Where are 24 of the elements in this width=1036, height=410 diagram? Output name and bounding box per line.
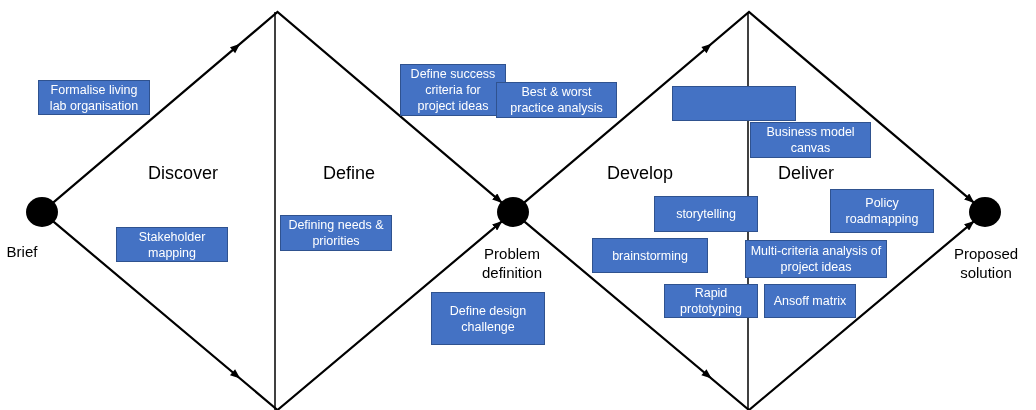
- method-box: Ansoff matrix: [764, 284, 856, 318]
- method-box: Defining needs & priorities: [280, 215, 392, 251]
- method-box: Define design challenge: [431, 292, 545, 345]
- node-caption: Brief: [5, 242, 39, 261]
- method-box: Formalise living lab organisation: [38, 80, 150, 115]
- method-box: Business model canvas: [750, 122, 871, 158]
- milestone-dot: [497, 197, 529, 227]
- method-box: Rapid prototyping: [664, 284, 758, 318]
- milestone-dot: [26, 197, 58, 227]
- method-box: Best & worst practice analysis: [496, 82, 617, 118]
- method-box: brainstorming: [592, 238, 708, 273]
- method-box: Multi-criteria analysis of project ideas: [745, 240, 887, 278]
- method-box: [672, 86, 796, 121]
- node-caption: Problem definition: [480, 244, 543, 282]
- method-box: Policy roadmapping: [830, 189, 934, 233]
- method-box: Stakeholder mapping: [116, 227, 228, 262]
- phase-label: Define: [323, 163, 376, 184]
- milestone-dot: [969, 197, 1001, 227]
- node-caption: Proposed solution: [952, 244, 1020, 282]
- phase-label: Discover: [148, 163, 218, 184]
- method-box: storytelling: [654, 196, 758, 232]
- method-box: Define success criteria for project ideas: [400, 64, 506, 116]
- phase-label: Develop: [607, 163, 674, 184]
- phase-label: Deliver: [778, 163, 834, 184]
